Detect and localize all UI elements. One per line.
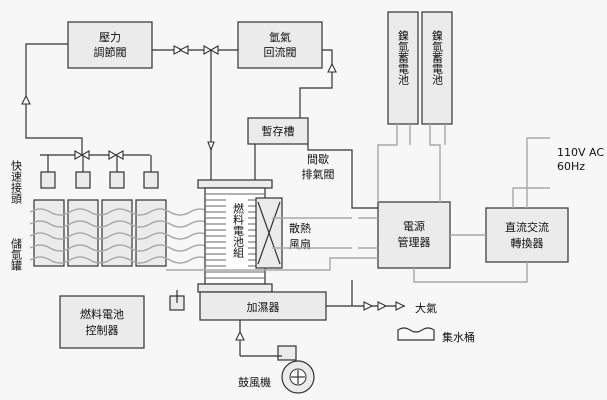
controller-label-1: 燃料電池: [80, 307, 124, 321]
nimh-battery-2-box: [421, 11, 453, 125]
power-manager-label-1: 電源: [403, 219, 425, 233]
stack-top-plate: [197, 179, 273, 189]
power-manager-label-2: 管理器: [398, 235, 431, 249]
valve-icons: [21, 45, 406, 341]
cooling-fan-label-2: 風扇: [289, 237, 311, 251]
humidifier-label: 加濕器: [247, 301, 280, 314]
power-manager-box: [377, 201, 451, 269]
hydrogen-return-label-1: 氫氣: [269, 30, 291, 44]
water-collector-label: 集水桶: [442, 330, 475, 344]
blower-icon: [277, 345, 315, 394]
ac-output-label-2: 60Hz: [557, 160, 585, 173]
connector-2: [75, 171, 91, 189]
fuel-cell-stack-label: 燃料電池組: [232, 202, 245, 258]
cooling-fan-label-1: 散熱: [289, 221, 311, 235]
connector-4: [143, 171, 159, 189]
controller-label-2: 控制器: [86, 323, 119, 337]
stack-bottom-plate: [197, 283, 273, 293]
storage-tank-label: 儲氫罐: [10, 238, 23, 272]
nimh-battery-1-box: [387, 11, 419, 125]
humidifier-box: [199, 291, 327, 321]
pressure-valve-label-1: 壓力: [99, 31, 121, 44]
intermittent-valve-label-1: 間歇: [307, 153, 329, 166]
stack-label-bg: [226, 196, 248, 270]
pressure-valve-label-2: 調節閥: [94, 45, 127, 59]
ac-output-label-1: 110V AC: [557, 146, 604, 159]
fuel-cell-controller-box: [59, 295, 145, 349]
fan-icon: [257, 201, 281, 265]
hydrogen-return-valve-box: [237, 21, 323, 69]
water-collector-icon: [397, 327, 435, 341]
signal-lines: [166, 124, 550, 283]
connector-3: [109, 171, 125, 189]
pressure-valve-box: [67, 21, 153, 69]
blower-label: 鼓風機: [238, 375, 271, 389]
nimh-battery-1-label: 鎳氫蓄電池: [397, 29, 410, 85]
pipe-lines: [25, 43, 405, 357]
quick-connector-label: 快速接頭: [10, 160, 23, 205]
connector-1: [40, 171, 56, 189]
buffer-tank-label: 暫存槽: [262, 124, 295, 138]
intermittent-valve-label-2: 排氣閥: [302, 167, 335, 181]
hydrogen-return-label-2: 回流閥: [264, 45, 297, 59]
heat-waves: [29, 208, 211, 264]
dc-ac-converter-label-1: 直流交流: [505, 220, 549, 234]
dc-ac-converter-label-2: 轉換器: [511, 237, 544, 250]
nimh-battery-2-label: 鎳氫蓄電池: [431, 29, 444, 85]
buffer-tank-box: [247, 117, 309, 145]
dc-ac-converter-box: [485, 207, 569, 263]
atmosphere-label: 大氣: [415, 301, 437, 315]
